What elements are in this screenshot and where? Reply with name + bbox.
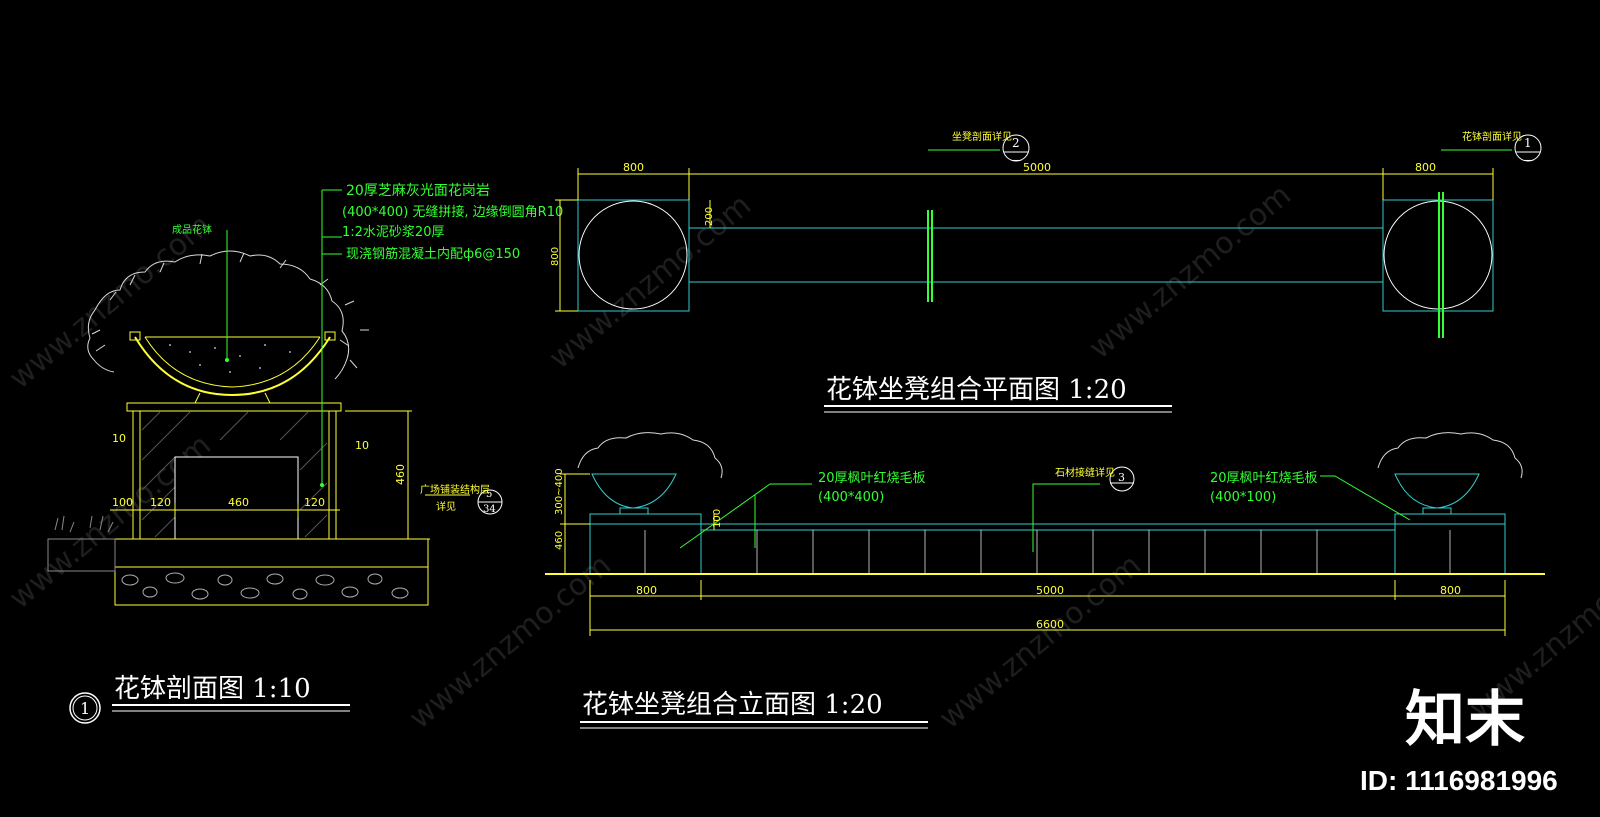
callout-top: 5 [486,489,492,500]
plan-dim-mid: 5000 [1023,161,1051,174]
watermark-text: www.znzmo.com [1083,178,1298,367]
section-title-block: 1 花钵剖面图 1:10 [69,674,350,724]
plan-dim-right: 800 [1415,161,1436,174]
stone-cap [126,402,342,412]
elev-dim-mid: 5000 [1036,584,1064,597]
elev-bench [589,523,1506,575]
elev-dim-left: 800 [636,584,657,597]
note-mortar: 1:2水泥砂浆20厚 [342,225,444,240]
elevation-title: 花钵坐凳组合立面图 1:20 [582,690,883,720]
elev-pot-right [1394,473,1480,509]
plan-dim-left: 800 [623,161,644,174]
dim-120-left: 120 [150,496,171,509]
gravel-base [114,566,429,606]
pot-label: 成品花钵 [172,223,212,236]
dim-10-left: 10 [112,432,126,445]
plan-title-block: 花钵坐凳组合平面图 1:20 [824,375,1172,413]
brand-logo: 知末 [1405,685,1525,755]
elev-note-mid-no: 3 [1118,471,1125,484]
plan-ref-bench-no: 2 [1012,136,1020,150]
dim-100: 100 [112,496,133,509]
elev-note-right-2: (400*100) [1210,490,1276,505]
elev-dim-right: 800 [1440,584,1461,597]
dim-10-right: 10 [355,439,369,452]
note-concrete: 现浇钢筋混凝土内配ф6@150 [346,246,520,262]
pedestal-void [174,456,299,540]
plan-pot-left [577,199,690,312]
paving-slab [114,538,429,568]
elev-note-mid: 石材接缝详见 [1055,466,1115,479]
elev-pot-left [591,473,677,509]
plan-ref-bench-sheet: — [1012,155,1022,166]
pot-bowl [134,336,331,397]
elevation-drawing: 300~400 460 100 20厚枫叶红烧毛板 (400*400) 石材接缝… [545,432,1545,636]
section-index: 1 [80,699,90,718]
elev-note-left-1: 20厚枫叶红烧毛板 [818,470,926,486]
section-title: 花钵剖面图 1:10 [114,674,311,704]
elev-dim-bench: 460 [554,531,565,550]
elev-dim-top: 100 [712,509,723,528]
note-granite: 20厚芝麻灰光面花岗岩 [346,183,490,199]
plant-foliage [87,250,369,380]
elev-dim-total: 6600 [1036,618,1064,631]
note-see: 详见 [436,500,456,513]
plan-drawing: 800 5000 800 800 200 坐凳剖面详见 2 — 花钵剖面详见 1… [550,130,1542,338]
note-paving: 广场铺装结构层 [420,483,490,496]
elev-note-left-2: (400*400) [818,490,884,505]
image-id: ID: 1116981996 [1360,765,1558,796]
dim-460-width: 460 [228,496,249,509]
elev-dim-pot: 300~400 [554,468,565,515]
note-granite-size: (400*400) 无缝拼接, 边缘倒圆角R10 [342,204,563,220]
plan-ref-pot-sheet: — [1524,155,1534,166]
elev-note-right-1: 20厚枫叶红烧毛板 [1210,470,1318,486]
plan-ref-pot-no: 1 [1524,136,1532,150]
plan-title: 花钵坐凳组合平面图 1:20 [826,375,1127,405]
callout-bottom: 34 [483,504,496,515]
dim-460-height: 460 [394,464,407,485]
section-drawing: 成品花钵 20厚芝麻灰光面花岗岩 (400*400) 无缝拼接, 边缘倒圆角R1… [47,183,563,606]
elevation-title-block: 花钵坐凳组合立面图 1:20 [580,690,928,729]
plan-ref-bench: 坐凳剖面详见 [952,130,1012,143]
plan-dim-bench: 200 [704,207,715,226]
watermark-text: www.znzmo.com [933,548,1148,737]
plan-dim-height: 800 [550,247,561,266]
plan-ref-pot: 花钵剖面详见 [1462,130,1522,143]
dim-120-right: 120 [304,496,325,509]
